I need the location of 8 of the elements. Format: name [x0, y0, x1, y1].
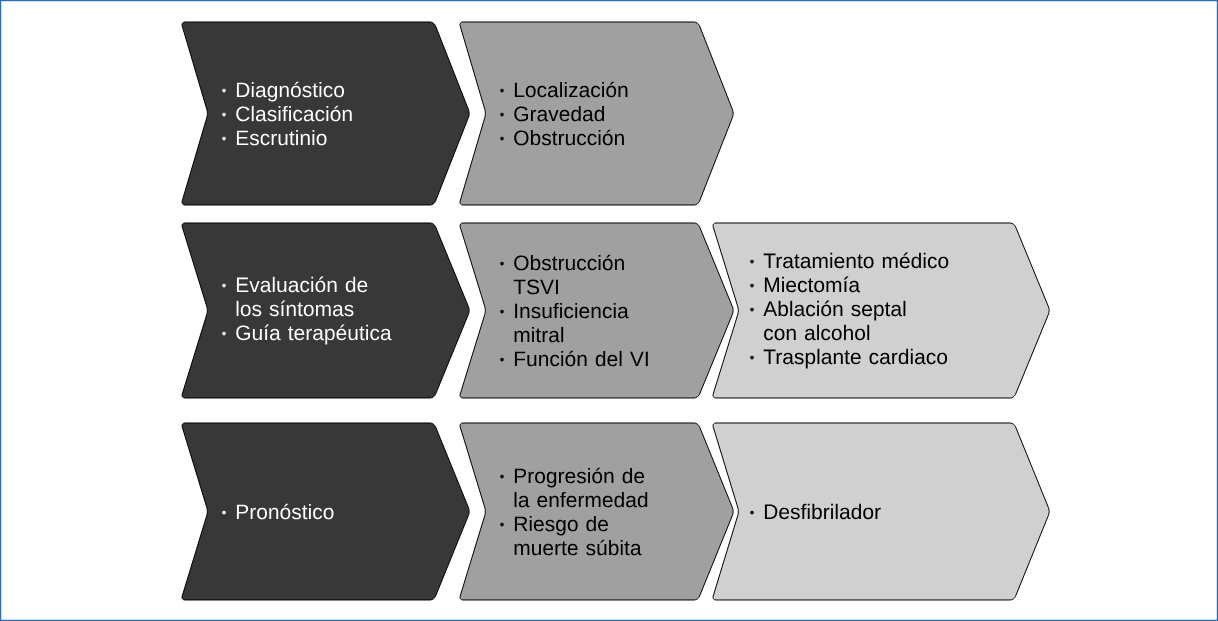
chevron-box: Localización Gravedad Obstrucción: [459, 21, 734, 206]
chevron-box: Obstrucción TSVI Insuficiencia mitral Función del VI: [459, 222, 734, 399]
chevron-box: Progresión de la enfermedad Riesgo de muerte súbita: [459, 422, 734, 601]
chevron-box: Diagnóstico Clasificación Escrutinio: [181, 21, 470, 206]
chevron-box: Pronóstico: [181, 422, 470, 601]
chevron-box: Desfibrilador: [712, 422, 1050, 601]
chevron-box: Tratamiento médico Miectomía Ablación septal con alcohol Trasplante cardiaco: [712, 222, 1050, 399]
chevron-box: Evaluación de los síntomas Guía terapéutica: [181, 222, 470, 399]
